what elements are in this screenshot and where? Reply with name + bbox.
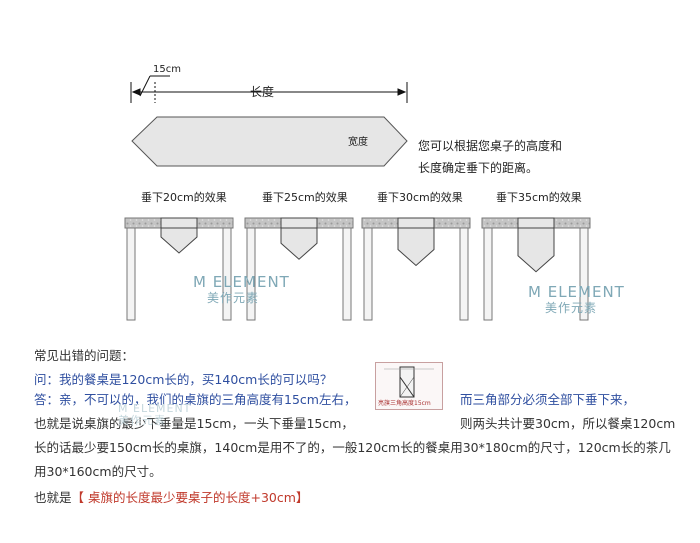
faq-answer-line2b: 则两头共计要30cm，所以餐桌120cm [460,416,676,431]
dimension-length-label: 长度 [250,84,274,99]
example-label-20: 垂下20cm的效果 [141,190,227,204]
faq-answer-line3: 长的话最少要150cm长的桌旗，140cm是用不了的，一般120cm长的餐桌用3… [34,440,671,455]
watermark-faded-en: M ELEMENT [118,402,192,415]
runner-top-view [131,116,408,167]
table-leg-right [459,227,469,321]
faq-answer-line2a: 也就是说桌旗的最少下垂量是15cm，一头下垂量15cm， [34,416,354,431]
faq-question: 问：我的餐桌是120cm长的，买140cm长的可以吗？ [34,372,333,387]
inset-drawing [384,366,434,398]
example-label-35: 垂下35cm的效果 [496,190,582,204]
table-leg-left [126,227,136,321]
runner-on-top [397,217,435,229]
table-leg-left [483,227,493,321]
note-line-1: 您可以根据您桌子的高度和 [418,138,562,153]
example-label-25: 垂下25cm的效果 [262,190,348,204]
dimension-breadth-label: 宽度 [348,135,368,148]
watermark-cn-right: 美作元素 [545,301,597,315]
faq-answer-part1: 答：亲，不可以的，我们的桌旗的三角高度有15cm左右， [34,392,357,407]
watermark-faded-cn: 美作元素 [118,414,166,427]
watermark-en-right: M ELEMENT [528,283,625,301]
runner-on-top [517,217,555,229]
note-line-2: 长度确定垂下的距离。 [418,160,538,175]
faq-conclusion: 也就是【 桌旗的长度最少要桌子的长度+30cm】 [34,486,308,510]
runner-drop-25 [280,227,318,260]
watermark-en-left: M ELEMENT [193,273,290,291]
conclusion-prefix: 也就是 [34,490,72,505]
table-leg-right [342,227,352,321]
runner-drop-35 [517,227,555,273]
triangle-height-inset: 亮旗三角高度15cm [375,362,443,410]
example-label-30: 垂下30cm的效果 [377,190,463,204]
table-leg-left [363,227,373,321]
faq-answer-part2: 而三角部分必须全部下垂下来， [460,392,636,407]
inset-label: 亮旗三角高度15cm [378,400,431,407]
faq-answer-line4: 用30*160cm的尺寸。 [34,464,162,479]
dimension-15cm-label: 15cm [153,64,181,75]
faq-title: 常见出错的问题： [34,348,135,363]
runner-drop-30 [397,227,435,267]
watermark-cn-left: 美作元素 [207,291,259,305]
conclusion-highlight: 【 桌旗的长度最少要桌子的长度+30cm】 [71,490,309,505]
runner-on-top [160,217,198,229]
runner-on-top [280,217,318,229]
runner-drop-20 [160,227,198,254]
